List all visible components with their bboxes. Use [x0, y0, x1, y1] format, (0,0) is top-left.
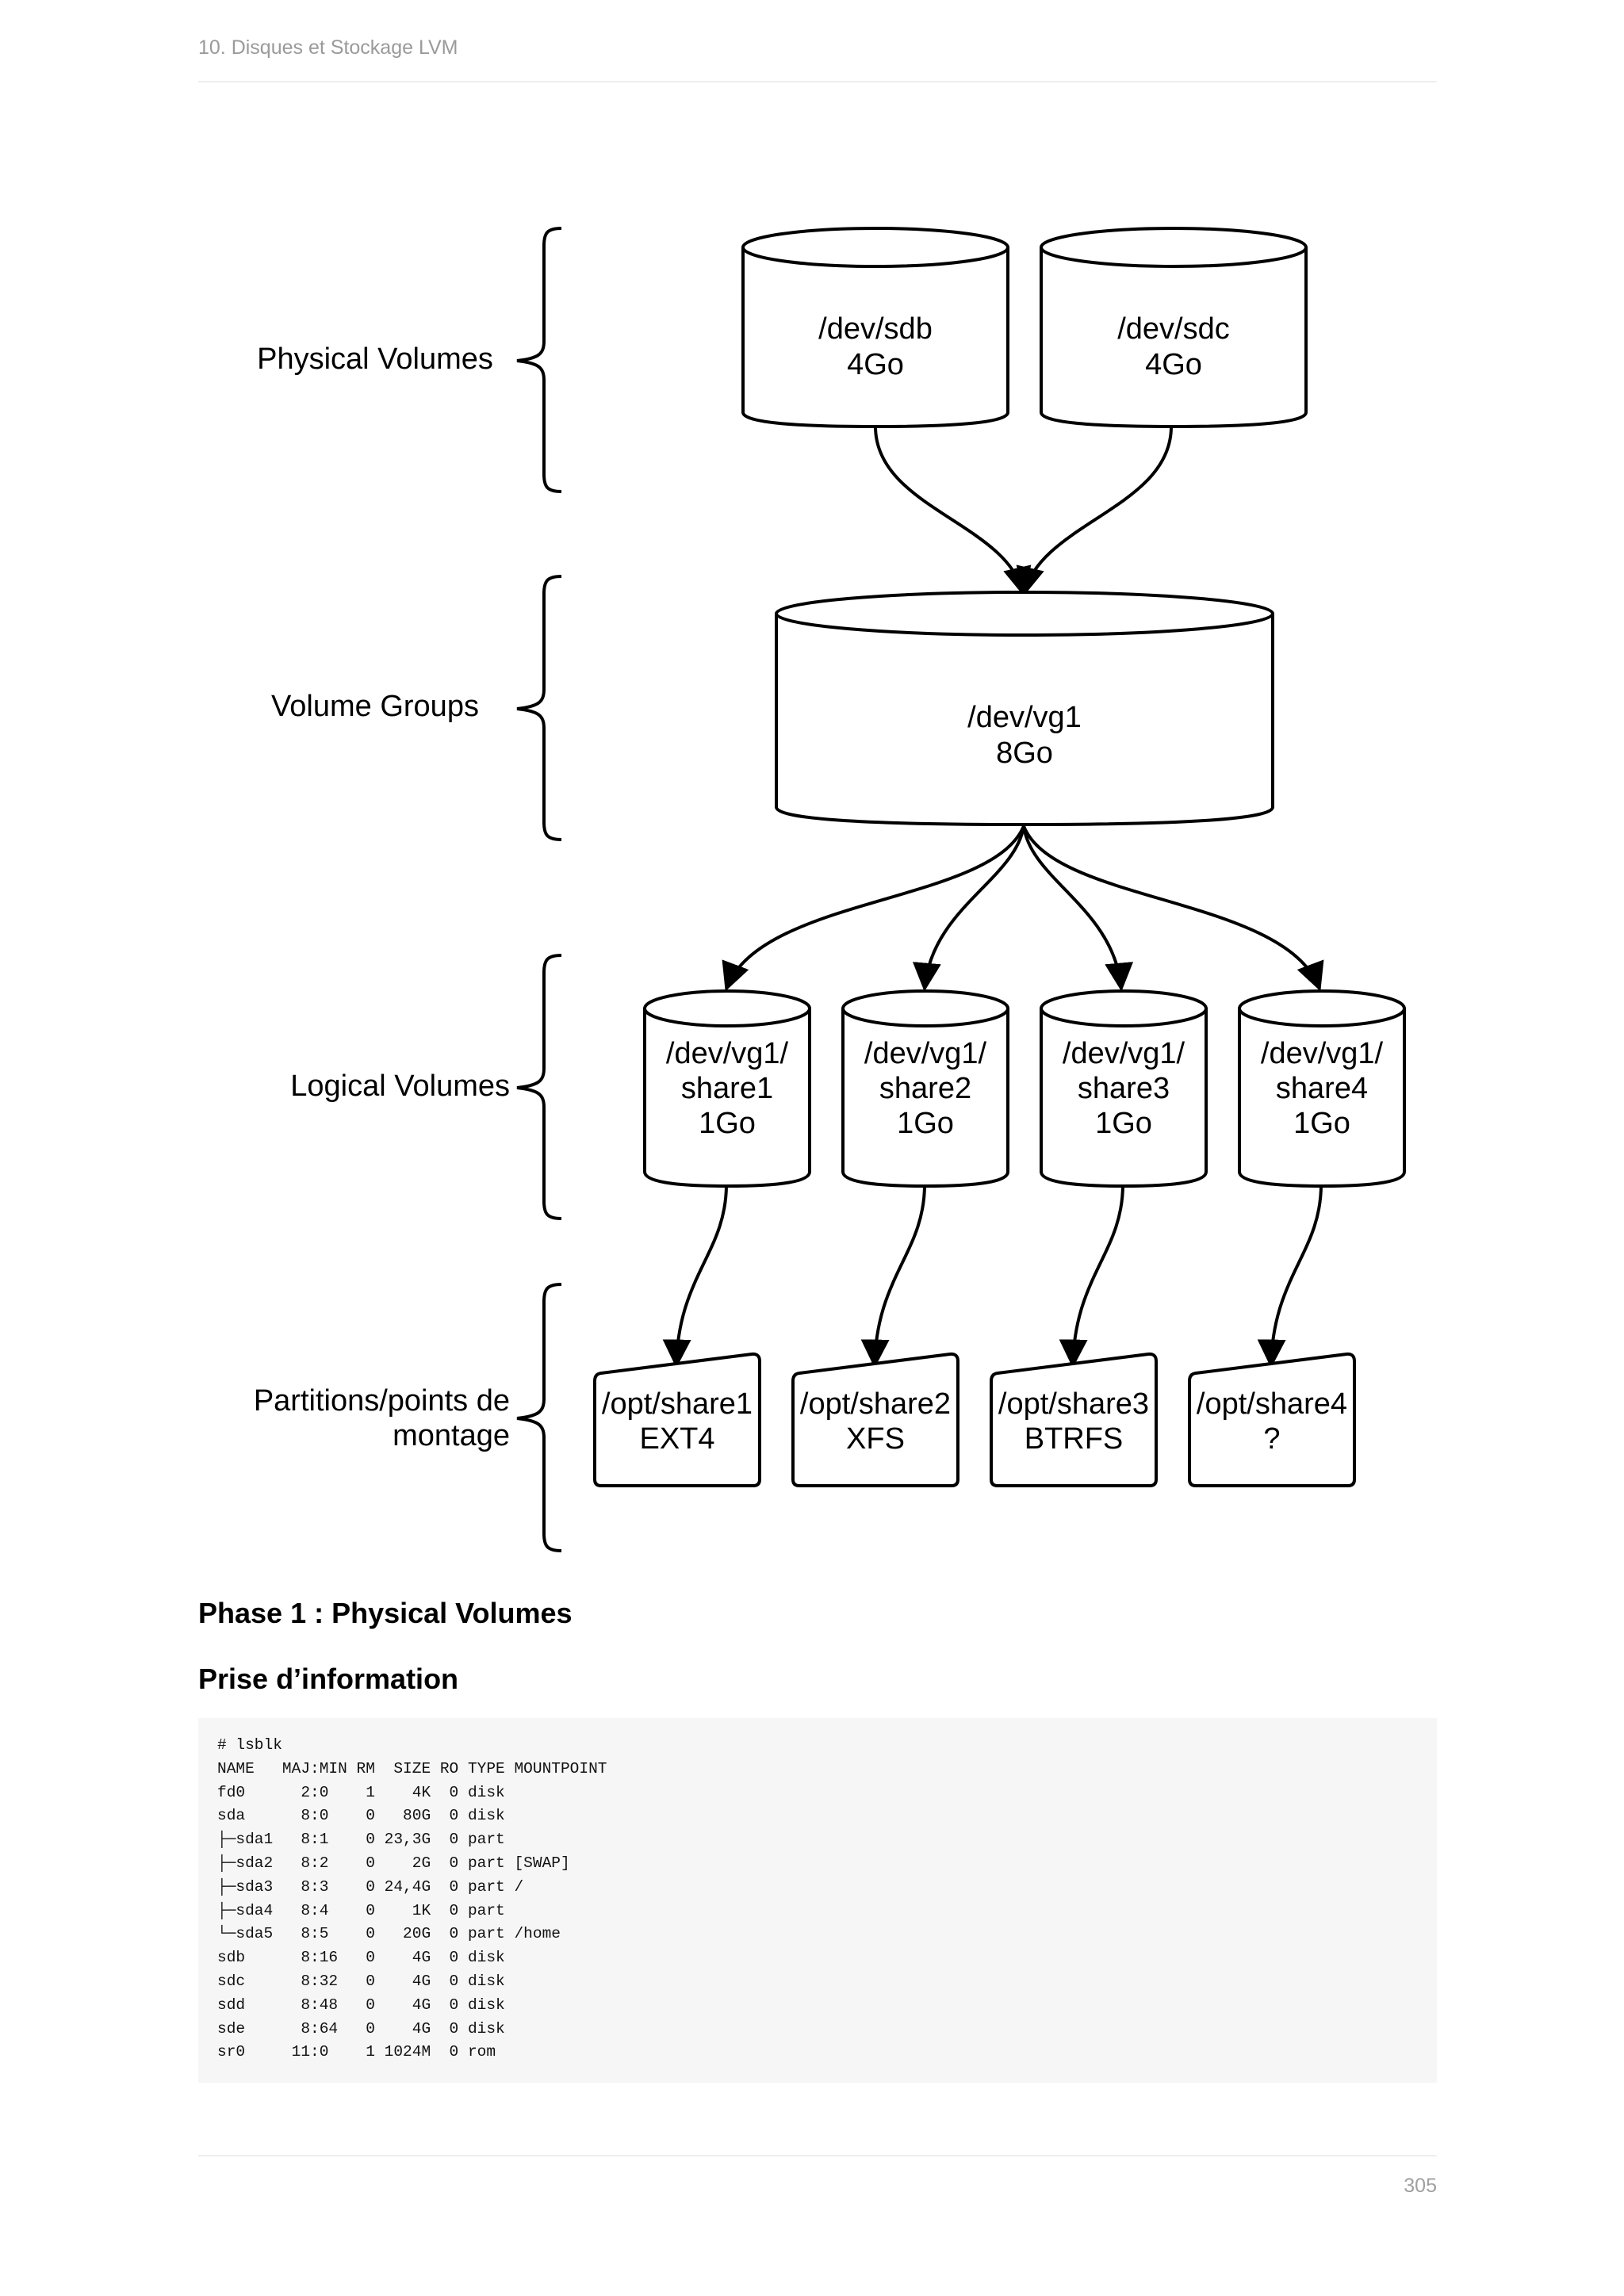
mount-box-share4: /opt/share4 ? — [1188, 1352, 1356, 1487]
page-number: 305 — [1404, 2175, 1437, 2197]
mount1-path: /opt/share1 — [602, 1387, 753, 1421]
cylinder-lv-share4: /dev/vg1/ share4 1Go — [1238, 989, 1406, 1188]
brace-volume-groups — [516, 575, 562, 841]
cylinder-lv-share2: /dev/vg1/ share2 1Go — [841, 989, 1009, 1188]
arrow-share3-to-mount3 — [1059, 1184, 1124, 1368]
mount3-path: /opt/share3 — [998, 1387, 1149, 1421]
lv-share4-line1: /dev/vg1/ — [1261, 1037, 1384, 1070]
mount1-fs: EXT4 — [639, 1422, 714, 1456]
lv-share4-size: 1Go — [1293, 1107, 1350, 1140]
level-label-partitions-line2: montage — [393, 1419, 510, 1452]
cylinder-pv-sdc: /dev/sdc 4Go — [1040, 227, 1308, 429]
phase-title: Phase 1 : Physical Volumes — [198, 1597, 573, 1629]
brace-physical-volumes — [516, 227, 562, 493]
subsection-title: Prise d’information — [198, 1663, 459, 1695]
running-header: 10. Disques et Stockage LVM — [198, 36, 458, 59]
code-block: # lsblk NAME MAJ:MIN RM SIZE RO TYPE MOU… — [198, 1718, 1437, 2083]
cylinder-lv-share1: /dev/vg1/ share1 1Go — [643, 989, 811, 1188]
lv-share1-line1: /dev/vg1/ — [666, 1037, 789, 1070]
level-label-physical-volumes: Physical Volumes — [257, 342, 493, 376]
lv-share1-line2: share1 — [681, 1072, 773, 1105]
arrow-sdb-to-vg1 — [874, 426, 1032, 596]
pv-sdc-name: /dev/sdc — [1117, 312, 1230, 346]
mount-box-share1: /opt/share1 EXT4 — [593, 1352, 761, 1487]
arrow-vg1-to-share3 — [1022, 825, 1134, 992]
mount4-path: /opt/share4 — [1197, 1387, 1347, 1421]
mount4-fs: ? — [1263, 1422, 1280, 1456]
lv-share2-size: 1Go — [897, 1107, 954, 1140]
cylinder-lv-share3: /dev/vg1/ share3 1Go — [1040, 989, 1208, 1188]
arrow-vg1-to-share1 — [722, 825, 1025, 992]
lvm-diagram: Physical Volumes Volume Groups Logical V… — [254, 227, 1406, 1552]
mount2-fs: XFS — [846, 1422, 905, 1456]
arrow-vg1-to-share4 — [1022, 825, 1324, 992]
lv-share3-line2: share3 — [1078, 1072, 1170, 1105]
arrow-share1-to-mount1 — [662, 1184, 728, 1368]
vg1-size: 8Go — [996, 737, 1053, 770]
header-rule — [198, 81, 1437, 82]
lv-share3-size: 1Go — [1095, 1107, 1152, 1140]
mount-box-share3: /opt/share3 BTRFS — [990, 1352, 1158, 1487]
cylinder-pv-sdb: /dev/sdb 4Go — [741, 227, 1009, 429]
arrow-vg1-to-share2 — [912, 825, 1025, 992]
lv-share2-line1: /dev/vg1/ — [864, 1037, 987, 1070]
level-label-volume-groups: Volume Groups — [271, 690, 479, 723]
brace-partitions — [516, 1283, 562, 1552]
mount2-path: /opt/share2 — [800, 1387, 951, 1421]
arrow-share4-to-mount4 — [1257, 1184, 1323, 1368]
brace-logical-volumes — [516, 954, 562, 1220]
level-label-partitions-line1: Partitions/points de — [254, 1384, 510, 1418]
pv-sdc-size: 4Go — [1145, 348, 1202, 381]
arrow-sdc-to-vg1 — [1016, 426, 1173, 596]
pv-sdb-size: 4Go — [847, 348, 904, 381]
vg1-name: /dev/vg1 — [967, 701, 1082, 734]
lv-share4-line2: share4 — [1276, 1072, 1368, 1105]
footer-rule — [198, 2155, 1437, 2156]
level-label-logical-volumes: Logical Volumes — [290, 1070, 510, 1103]
pv-sdb-name: /dev/sdb — [818, 312, 933, 346]
arrow-share2-to-mount2 — [860, 1184, 926, 1368]
mount-box-share2: /opt/share2 XFS — [791, 1352, 959, 1487]
lsblk-output: # lsblk NAME MAJ:MIN RM SIZE RO TYPE MOU… — [217, 1736, 607, 2061]
lv-share2-line2: share2 — [879, 1072, 971, 1105]
cylinder-vg1: /dev/vg1 8Go — [775, 591, 1274, 827]
lv-share3-line1: /dev/vg1/ — [1063, 1037, 1185, 1070]
lv-share1-size: 1Go — [699, 1107, 756, 1140]
mount3-fs: BTRFS — [1025, 1422, 1124, 1456]
